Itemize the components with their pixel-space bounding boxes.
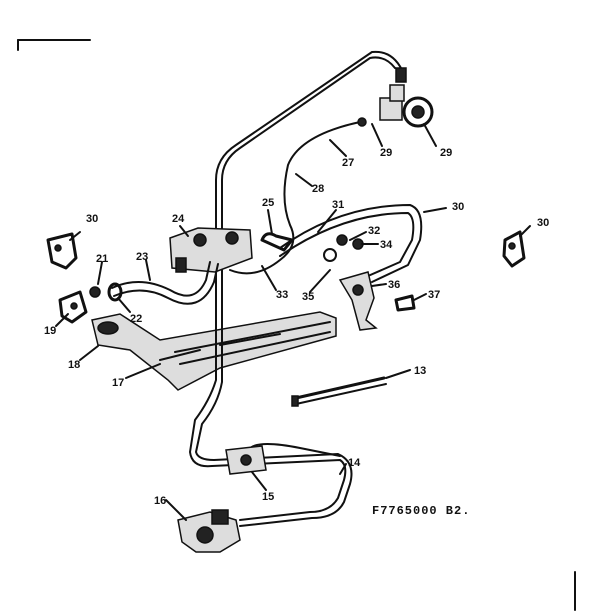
orifice-37 <box>394 294 416 312</box>
valve-block <box>169 227 253 273</box>
callout-23: 23 <box>136 251 148 263</box>
pilot-valve <box>379 67 434 128</box>
bracket-left <box>46 232 78 270</box>
frame-marks <box>17 39 576 611</box>
burner-manifold <box>91 311 337 391</box>
callout-16: 16 <box>154 495 166 507</box>
elbow-36 <box>338 271 378 331</box>
callout-27: 27 <box>342 157 354 169</box>
callout-33: 33 <box>276 289 288 301</box>
elbow-fitting <box>260 232 294 252</box>
rod-13 <box>291 376 387 407</box>
callout-25: 25 <box>262 197 274 209</box>
callout-19: 19 <box>44 325 56 337</box>
fittings-32-34 <box>323 234 364 262</box>
callout-30-left: 30 <box>86 213 98 225</box>
callout-32: 32 <box>368 225 380 237</box>
main-valve-16 <box>177 509 241 553</box>
callout-13: 13 <box>414 365 426 377</box>
thermocouple-line <box>229 117 367 275</box>
leader-lines <box>55 123 531 521</box>
callout-18: 18 <box>68 359 80 371</box>
hose-23 <box>111 261 219 305</box>
callout-34: 34 <box>380 239 393 251</box>
callout-30-upper: 30 <box>452 201 464 213</box>
main-gas-tube <box>215 50 403 291</box>
callout-31: 31 <box>332 199 344 211</box>
upper-right-tube <box>279 204 423 283</box>
callout-28: 28 <box>312 183 324 195</box>
callout-29-a: 29 <box>440 147 452 159</box>
callout-37: 37 <box>428 289 440 301</box>
callout-30-right: 30 <box>537 217 549 229</box>
callout-35: 35 <box>302 291 314 303</box>
callout-15: 15 <box>262 491 274 503</box>
fitting-19 <box>58 290 88 324</box>
callout-36: 36 <box>388 279 400 291</box>
callout-labels: 30 30 30 29 29 27 28 24 25 31 32 34 23 2… <box>44 147 549 507</box>
drawing-code: F7765000 B2. <box>372 504 470 518</box>
callout-24: 24 <box>172 213 185 225</box>
callout-29-b: 29 <box>380 147 392 159</box>
callout-22: 22 <box>130 313 142 325</box>
nut-22 <box>89 282 123 302</box>
callout-17: 17 <box>112 377 124 389</box>
tee-fitting-15 <box>225 445 267 475</box>
callout-21: 21 <box>96 253 108 265</box>
bracket-right <box>502 230 526 268</box>
callout-14: 14 <box>348 457 361 469</box>
